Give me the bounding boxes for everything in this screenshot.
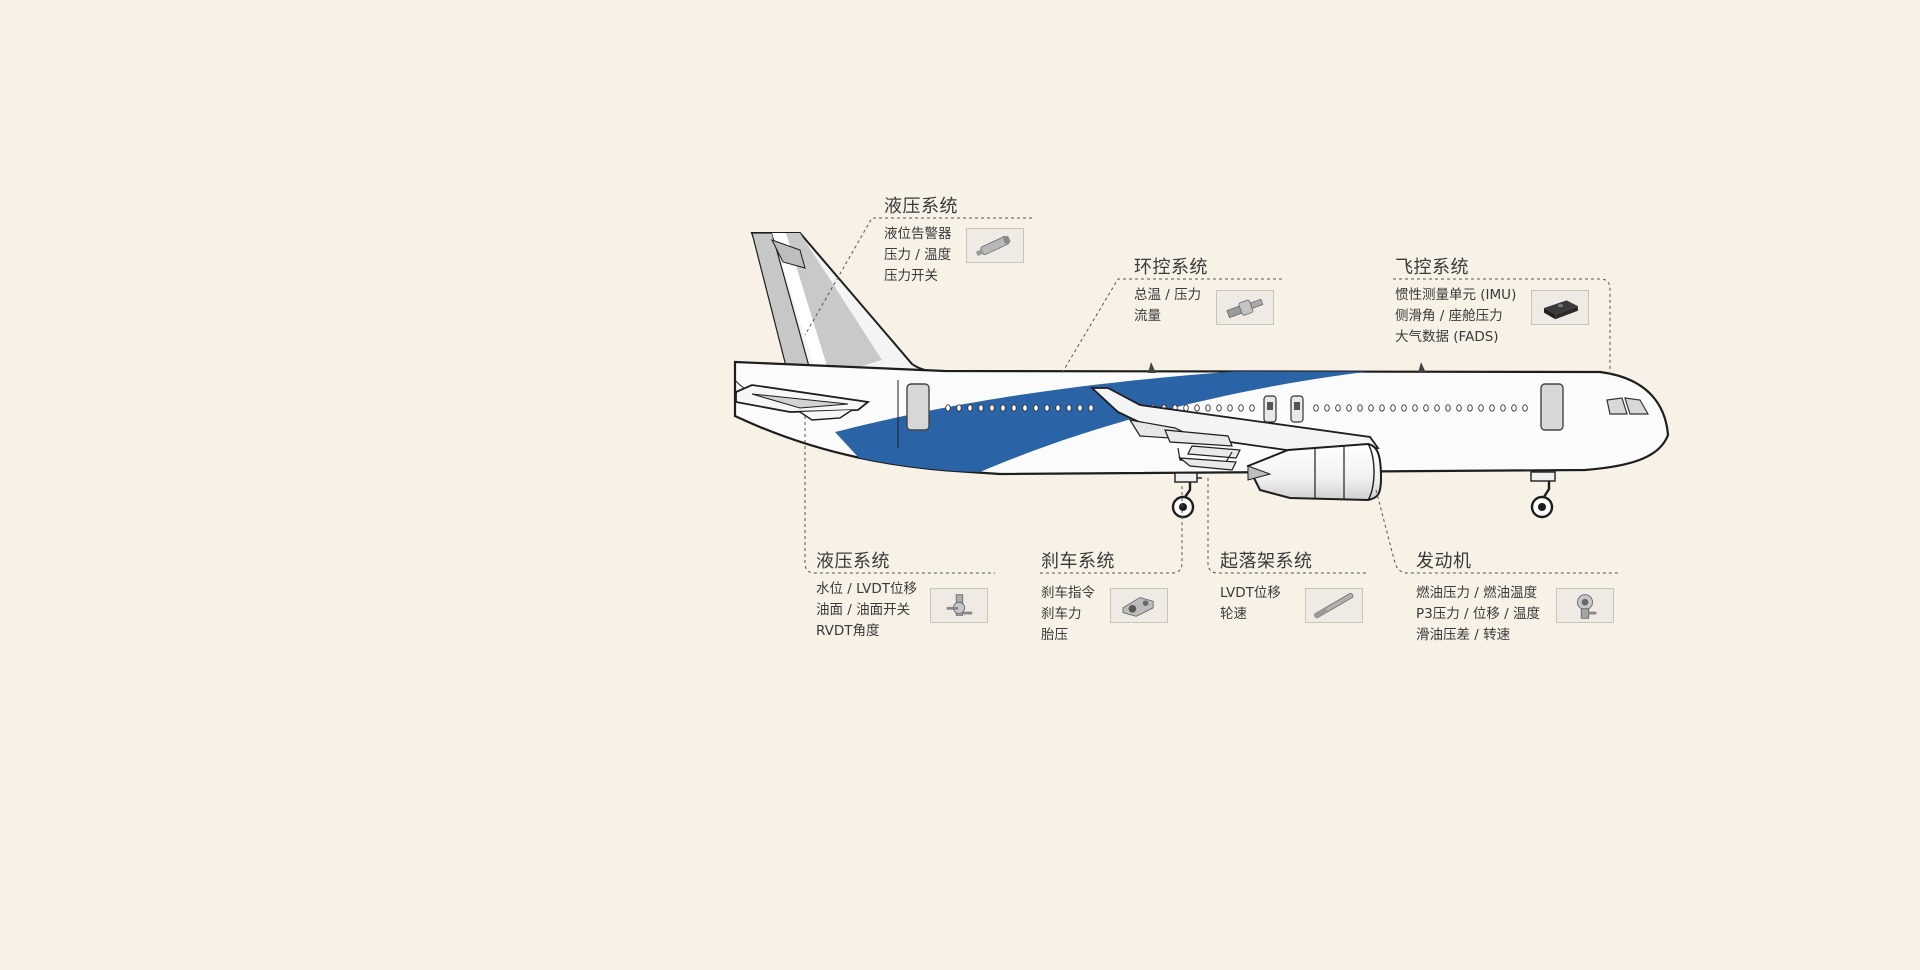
- cabin-window: [1379, 404, 1385, 412]
- leader-line-landing-gear: [1207, 478, 1369, 574]
- cabin-window: [1011, 404, 1017, 412]
- callout-items: 惯性测量单元 (IMU) 侧滑角 / 座舱压力 大气数据 (FADS): [1395, 285, 1516, 348]
- callout-title: 起落架系统: [1220, 551, 1313, 572]
- wing: [1089, 387, 1380, 471]
- cabin-window: [1205, 404, 1211, 412]
- callout-item: 压力开关: [884, 268, 938, 284]
- cabin-window: [1401, 404, 1407, 412]
- cabin-window: [1022, 404, 1028, 412]
- callout-item: 刹车力: [1041, 606, 1082, 622]
- cabin-window: [1216, 404, 1222, 412]
- callout-title: 液压系统: [816, 551, 890, 572]
- rod-sensor-icon: [1305, 588, 1363, 623]
- callout-item: 水位 / LVDT位移: [816, 581, 918, 597]
- cabin-window: [1088, 404, 1094, 412]
- cabin-window: [1335, 404, 1341, 412]
- cabin-window: [1000, 404, 1006, 412]
- callout-title: 液压系统: [884, 196, 958, 217]
- leader-line-engine: [1375, 489, 1620, 574]
- cabin-window: [967, 404, 973, 412]
- horizontal-stabilizer: [735, 384, 871, 421]
- imu-box-icon: [1531, 290, 1589, 325]
- cabin-window: [1077, 404, 1083, 412]
- cabin-window: [1249, 404, 1255, 412]
- leader-line-brake: [1040, 484, 1183, 574]
- cabin-window: [1467, 404, 1473, 412]
- cabin-window: [1313, 404, 1319, 412]
- cabin-window: [1390, 404, 1396, 412]
- callout-item: RVDT角度: [816, 623, 880, 639]
- callout-item: 油面 / 油面开关: [816, 602, 911, 618]
- cabin-window: [1478, 404, 1484, 412]
- cylinder-sensor-icon: [966, 228, 1024, 263]
- cabin-window: [1522, 404, 1528, 412]
- cabin-window: [1033, 404, 1039, 412]
- callout-item: 胎压: [1041, 627, 1068, 643]
- callout-item: 侧滑角 / 座舱压力: [1395, 308, 1503, 324]
- cabin-window: [1368, 404, 1374, 412]
- cabin-window: [1044, 404, 1050, 412]
- callout-item: 液位告警器: [884, 226, 952, 242]
- cabin-window: [989, 404, 995, 412]
- callout-item: 惯性测量单元 (IMU): [1395, 287, 1517, 303]
- callout-items: 总温 / 压力 流量: [1134, 285, 1201, 327]
- callout-item: 轮速: [1220, 606, 1247, 622]
- callout-item: 总温 / 压力: [1134, 287, 1202, 303]
- callout-title: 发动机: [1416, 551, 1472, 572]
- brake-bracket-icon: [1110, 588, 1168, 623]
- leader-line-hydraulic-bottom: [804, 416, 995, 574]
- cabin-window: [1238, 404, 1244, 412]
- rvdt-sensor-icon: [930, 588, 988, 623]
- cabin-window: [1194, 404, 1200, 412]
- cabin-window: [1434, 404, 1440, 412]
- engine-sensor-icon: [1556, 588, 1614, 623]
- callout-items: 燃油压力 / 燃油温度 P3压力 / 位移 / 温度 滑油压差 / 转速: [1416, 583, 1540, 646]
- cabin-window: [1324, 404, 1330, 412]
- callout-item: 大气数据 (FADS): [1395, 329, 1499, 345]
- callout-item: 压力 / 温度: [884, 247, 952, 263]
- callout-item: 滑油压差 / 转速: [1416, 627, 1511, 643]
- cabin-window: [1346, 404, 1352, 412]
- callout-title: 飞控系统: [1395, 257, 1469, 278]
- vertical-tail: [750, 232, 946, 390]
- cabin-window: [1456, 404, 1462, 412]
- probe-sensor-icon: [1216, 290, 1274, 325]
- leader-lines: [804, 217, 1620, 574]
- cabin-window: [1423, 404, 1429, 412]
- cabin-window: [1357, 404, 1363, 412]
- cabin-windows: [945, 404, 1528, 412]
- cabin-window: [1500, 404, 1506, 412]
- callout-item: 燃油压力 / 燃油温度: [1416, 585, 1538, 601]
- cabin-window: [1489, 404, 1495, 412]
- cabin-window: [1227, 404, 1233, 412]
- cabin-window: [1183, 404, 1189, 412]
- callout-items: LVDT位移 轮速: [1220, 583, 1281, 625]
- engine-nacelle: [1246, 442, 1383, 502]
- cabin-window: [945, 404, 951, 412]
- callout-items: 液位告警器 压力 / 温度 压力开关: [884, 224, 952, 287]
- cabin-window: [1055, 404, 1061, 412]
- cabin-window: [1511, 404, 1517, 412]
- callout-item: P3压力 / 位移 / 温度: [1416, 606, 1540, 622]
- leader-line-ecs: [1061, 278, 1282, 374]
- callout-items: 水位 / LVDT位移 油面 / 油面开关 RVDT角度: [816, 579, 917, 642]
- callout-items: 刹车指令 刹车力 胎压: [1041, 583, 1095, 646]
- cabin-window: [1412, 404, 1418, 412]
- leader-line-flight-control: [1393, 278, 1611, 378]
- cabin-window: [1066, 404, 1072, 412]
- cabin-window: [978, 404, 984, 412]
- main-landing-gear: [1171, 472, 1202, 519]
- callout-title: 环控系统: [1134, 257, 1208, 278]
- callout-title: 刹车系统: [1041, 551, 1115, 572]
- nose-landing-gear: [1530, 471, 1556, 519]
- cabin-window: [1445, 404, 1451, 412]
- callout-item: 刹车指令: [1041, 585, 1095, 601]
- cabin-window: [956, 404, 962, 412]
- callout-item: 流量: [1134, 308, 1161, 324]
- callout-item: LVDT位移: [1220, 585, 1281, 601]
